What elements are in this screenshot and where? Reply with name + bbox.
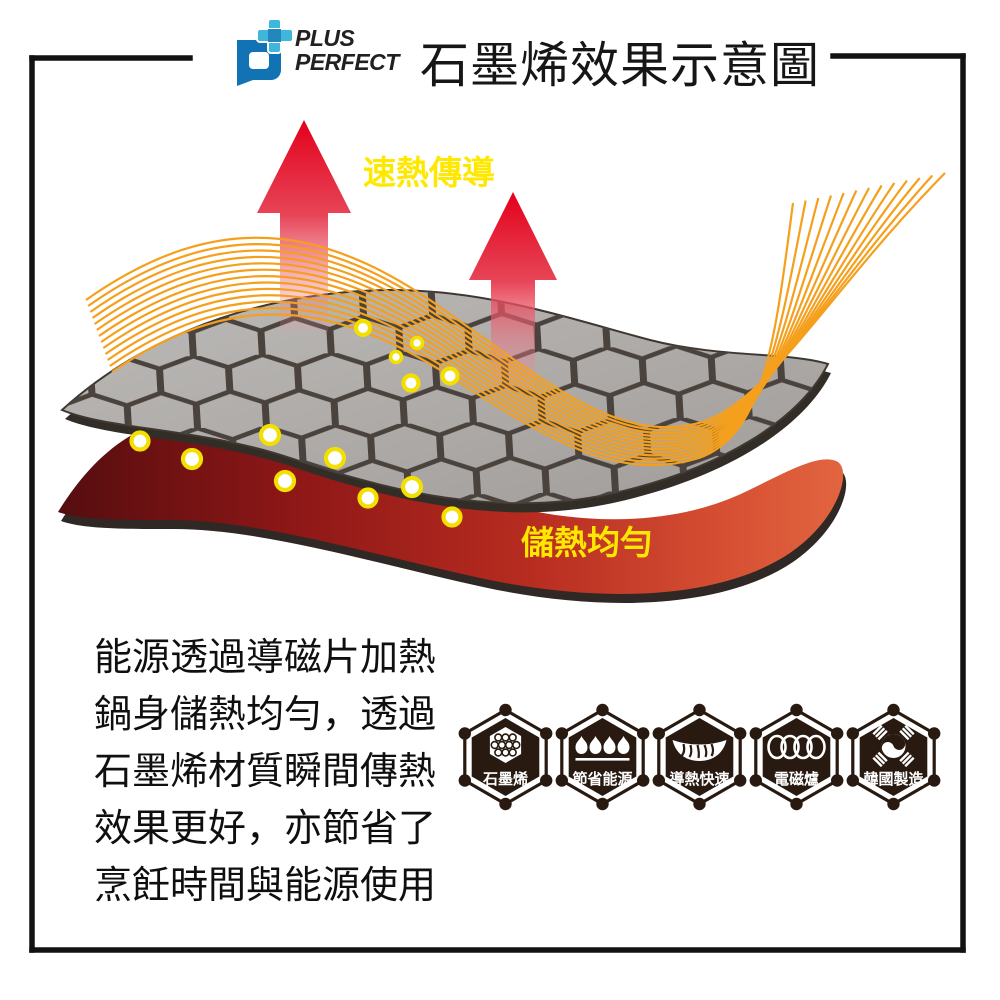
description-paragraph: 能源透過導磁片加熱 鍋身儲熱均勻，透過 石墨烯材質瞬間傳熱 效果更好，亦節省了 … <box>94 630 436 915</box>
flames-icon <box>575 736 630 761</box>
logo-word-perfect: PERFECT <box>295 49 399 75</box>
hex-molecule-frame <box>747 702 846 812</box>
description-line: 烹飪時間與能源使用 <box>94 865 437 907</box>
plus-perfect-logo <box>237 18 294 86</box>
heat-bowl-icon <box>672 740 727 761</box>
energy-dots <box>129 318 463 528</box>
induction-coil-icon <box>767 734 826 760</box>
logo-word-plus: PLUS <box>295 25 355 51</box>
description-line: 鍋身儲熱均勻，透過 <box>94 694 437 736</box>
badge-label: 韓國製造 <box>863 770 923 788</box>
label-fast-heat-conduction: 速熱傳導 <box>363 154 495 191</box>
logo-plus-icon <box>256 18 294 54</box>
border-frame <box>29 53 966 953</box>
page-title: 石墨烯效果示意圖 <box>420 39 821 93</box>
feature-badges-row: 石墨烯 節省能源 <box>457 701 943 813</box>
description-line: 能源透過導磁片加熱 <box>94 637 437 679</box>
badge-made-in-korea: 韓國製造 <box>844 701 943 813</box>
badge-energy-saving: 節省能源 <box>553 701 652 813</box>
badge-fast-heat-transfer: 導熱快速 <box>650 701 749 813</box>
description-line: 效果更好，亦節省了 <box>94 808 437 850</box>
arrow-up-right <box>469 192 557 390</box>
badge-label: 節省能源 <box>572 770 632 788</box>
graphene-honeycomb-icon <box>489 727 522 763</box>
badge-label: 導熱快速 <box>669 770 729 788</box>
badge-label: 電磁爐 <box>774 770 819 788</box>
hex-molecule-frame <box>553 702 652 812</box>
label-even-heat-storage: 儲熱均勻 <box>521 524 653 561</box>
badge-label: 石墨烯 <box>482 770 528 788</box>
description-line: 石墨烯材質瞬間傳熱 <box>94 751 437 793</box>
logo-wordmark: PLUS PERFECT <box>295 26 399 74</box>
badge-graphene: 石墨烯 <box>457 701 555 813</box>
heat-flow-lines <box>85 172 946 467</box>
badge-induction-cooker: 電磁爐 <box>747 701 846 813</box>
korea-flag-icon <box>872 724 915 768</box>
